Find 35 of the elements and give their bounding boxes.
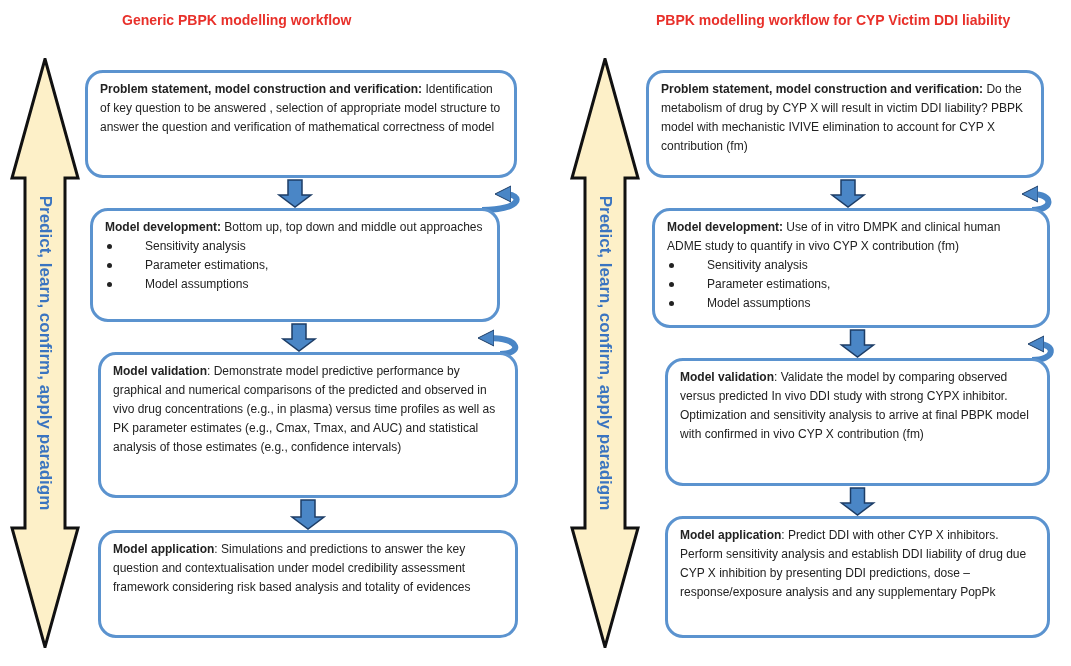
process-box — [646, 70, 1044, 178]
bullet-item: Model assumptions — [707, 295, 811, 312]
feedback-arrow — [477, 329, 519, 357]
column-title: PBPK modelling workflow for CYP Victim DDI liability — [656, 11, 1011, 30]
paradigm-label: Predict, learn, confirm, apply paradigm — [34, 195, 56, 511]
process-box — [98, 530, 518, 638]
step-description: Model development: Bottom up, top down and middle out approaches — [105, 219, 484, 236]
bullet-item: Model assumptions — [145, 276, 249, 293]
process-box — [98, 352, 518, 498]
step-description: Model validation: Validate the model by comparing observed versus predicted In vivo DDI study with strong CYPX inhibitor. Optimization and sensitivity analysis to arrive at final PBPK model with confirmed in vivo CYP X contribution (fm) — [680, 369, 1030, 443]
column-title: Generic PBPK modelling workflow — [122, 11, 352, 30]
bullet-item: Parameter estimations, — [707, 276, 831, 293]
bullet-item: Sensitivity analysis — [145, 238, 246, 255]
process-box — [90, 208, 500, 322]
double-arrow — [570, 58, 640, 648]
block-arrow — [280, 323, 318, 352]
bullet-item: Sensitivity analysis — [707, 257, 808, 274]
block-arrow — [839, 487, 876, 516]
process-box — [665, 516, 1050, 638]
process-box — [652, 208, 1050, 328]
bullet-item: Parameter estimations, — [145, 257, 269, 274]
block-arrow — [839, 329, 876, 358]
step-description: Model development: Use of in vitro DMPK and clinical human ADME study to quantify in vivo CYP X contribution (fm) — [667, 219, 1002, 255]
process-box — [665, 358, 1050, 486]
block-arrow — [289, 499, 327, 530]
block-arrow — [829, 179, 867, 208]
paradigm-label: Predict, learn, confirm, apply paradigm — [594, 195, 616, 511]
step-description: Model application: Simulations and predictions to answer the key question and contextualisation under model credibility assessment framework considering risk based analysis and totality of evidences — [113, 541, 472, 596]
block-arrow — [276, 179, 314, 208]
step-description: Model application: Predict DDI with other CYP X inhibitors. Perform sensitivity analysis and establish DDI liability of drug due CYP X inhibition by presenting DDI predictions, dose – response/exposure analysis and any supplementary PopPk — [680, 527, 1028, 601]
step-description: Problem statement, model construction and verification: Do the metabolism of drug by CYP X will result in victim DDI liability? PBPK model with mechanistic IVIVE elimination to account for CYP X contribution (fm) — [661, 81, 1024, 155]
step-description: Problem statement, model construction and verification: Identification of key question to be answered , selection of appropriate model structure to answer the question and verification of mathematical correctness of model — [100, 81, 502, 136]
step-description: Model validation: Demonstrate model predictive performance by graphical and numerical comparisons of the predicted and observed in vivo drug concentrations (e.g., in plasma) versus time profiles as well as PK parameter estimates (e.g., Cmax, Tmax, and AUC) and statistical analysis of those estimates (e.g., confidence intervals) — [113, 363, 497, 456]
process-box — [85, 70, 517, 178]
double-arrow — [10, 58, 80, 648]
